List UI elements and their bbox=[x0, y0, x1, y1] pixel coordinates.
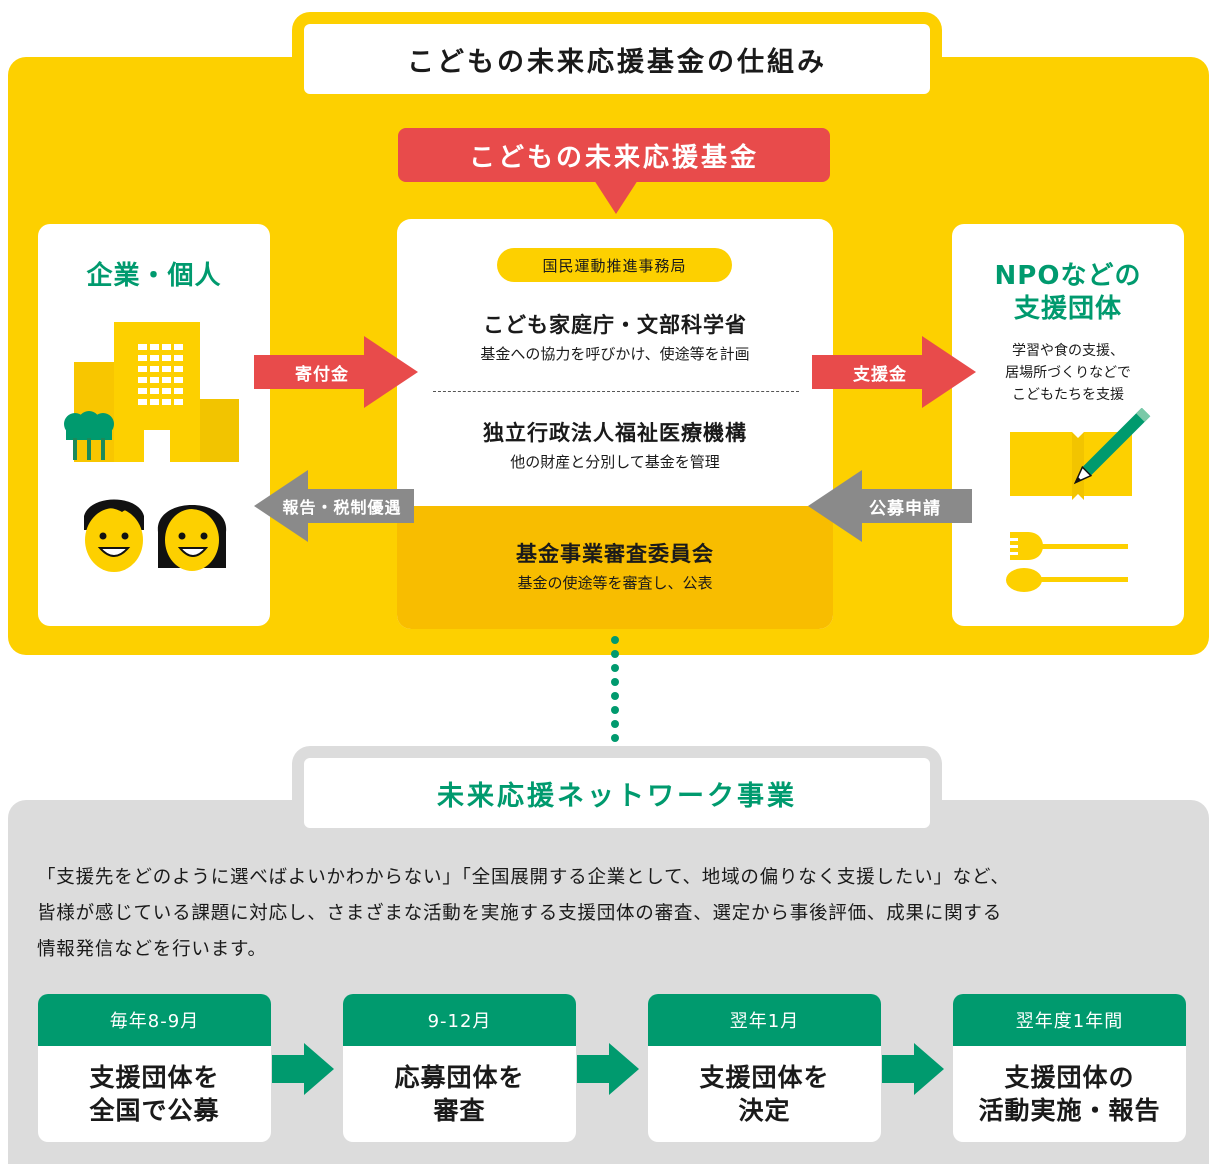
fork-spoon-icon bbox=[1006, 532, 1128, 592]
step-decide: 翌年1月 支援団体を 決定 bbox=[648, 994, 881, 1142]
mechanism-title: こどもの未来応援基金の仕組み bbox=[304, 24, 930, 94]
network-desc-line2: 皆様が感じている課題に対応し、さまざまな活動を実施する支援団体の審査、選定から事… bbox=[37, 903, 1003, 924]
donation-arrow-label: 寄付金 bbox=[295, 364, 349, 385]
notebook-pencil-icon bbox=[1010, 408, 1151, 500]
connector-dot bbox=[611, 720, 619, 728]
apply-arrow bbox=[808, 470, 972, 542]
report-arrow bbox=[254, 470, 414, 542]
network-title: 未来応援ネットワーク事業 bbox=[304, 758, 930, 828]
step-period: 9-12月 bbox=[343, 994, 576, 1046]
step-label: 支援団体を 全国で公募 bbox=[89, 1063, 220, 1125]
committee-description: 基金の使途等を審査し、公表 bbox=[517, 574, 713, 592]
step-period: 毎年8-9月 bbox=[38, 994, 271, 1046]
npo-desc-line3: こどもたちを支援 bbox=[1012, 387, 1124, 403]
apply-arrow-label: 公募申請 bbox=[869, 498, 941, 519]
support-arrow bbox=[812, 336, 976, 408]
tree-icon bbox=[64, 411, 114, 460]
dashed-divider bbox=[433, 391, 799, 392]
agency-description: 基金への協力を呼びかけ、使途等を計画 bbox=[480, 345, 750, 363]
step-label: 支援団体の 活動実施・報告 bbox=[978, 1063, 1161, 1125]
committee-name: 基金事業審査委員会 bbox=[516, 542, 714, 566]
donation-arrow bbox=[254, 336, 418, 408]
connector-dot bbox=[611, 664, 619, 672]
connector-dot bbox=[611, 734, 619, 742]
step-review: 9-12月 応募団体を 審査 bbox=[343, 994, 576, 1142]
npo-title-line2: 支援団体 bbox=[1013, 294, 1122, 324]
wam-description: 他の財産と分別して基金を管理 bbox=[510, 453, 720, 471]
man-face-icon bbox=[84, 499, 144, 572]
npo-desc-line2: 居場所づくりなどで bbox=[1005, 365, 1131, 381]
connector-dot bbox=[611, 636, 619, 644]
office-buildings-icon bbox=[74, 322, 239, 462]
agency-name: こども家庭庁・文部科学省 bbox=[483, 313, 747, 337]
step-label: 支援団体を 決定 bbox=[699, 1063, 830, 1125]
step-activity-report: 翌年度1年間 支援団体の 活動実施・報告 bbox=[953, 994, 1186, 1142]
network-desc-line1: 「支援先をどのように選べばよいかわからない」「全国展開する企業として、地域の偏り… bbox=[37, 867, 1010, 888]
step-period: 翌年1月 bbox=[648, 994, 881, 1046]
fund-banner: こどもの未来応援基金 bbox=[398, 128, 830, 182]
network-description: 「支援先をどのように選べばよいかわからない」「全国展開する企業として、地域の偏り… bbox=[37, 860, 1187, 968]
step-arrow bbox=[882, 1043, 944, 1095]
fund-banner-pointer bbox=[594, 180, 638, 214]
office-label: 国民運動推進事務局 bbox=[497, 248, 732, 282]
connector-dot bbox=[611, 692, 619, 700]
connector-dot bbox=[611, 678, 619, 686]
donors-title: 企業・個人 bbox=[86, 261, 222, 291]
review-committee-box: 基金事業審査委員会 基金の使途等を審査し、公表 bbox=[397, 504, 833, 629]
support-arrow-label: 支援金 bbox=[853, 364, 907, 385]
step-recruit: 毎年8-9月 支援団体を 全国で公募 bbox=[38, 994, 271, 1142]
donors-card: 企業・個人 bbox=[38, 224, 270, 626]
connector-dot bbox=[611, 706, 619, 714]
step-arrow bbox=[577, 1043, 639, 1095]
connector-dot bbox=[611, 650, 619, 658]
step-arrow bbox=[272, 1043, 334, 1095]
report-arrow-label: 報告・税制優遇 bbox=[282, 498, 402, 517]
step-label: 応募団体を 審査 bbox=[394, 1063, 525, 1125]
step-period: 翌年度1年間 bbox=[953, 994, 1186, 1046]
wam-name: 独立行政法人福祉医療機構 bbox=[483, 421, 747, 445]
woman-face-icon bbox=[157, 505, 227, 571]
network-desc-line3: 情報発信などを行います。 bbox=[37, 939, 267, 960]
fund-management-card: 国民運動推進事務局 こども家庭庁・文部科学省 基金への協力を呼びかけ、使途等を計… bbox=[397, 219, 833, 629]
npo-title-line1: NPOなどの bbox=[994, 261, 1142, 291]
npo-desc-line1: 学習や食の支援、 bbox=[1012, 343, 1124, 359]
npo-card: NPOなどの 支援団体 学習や食の支援、 居場所づくりなどで こどもたちを支援 bbox=[952, 224, 1184, 626]
